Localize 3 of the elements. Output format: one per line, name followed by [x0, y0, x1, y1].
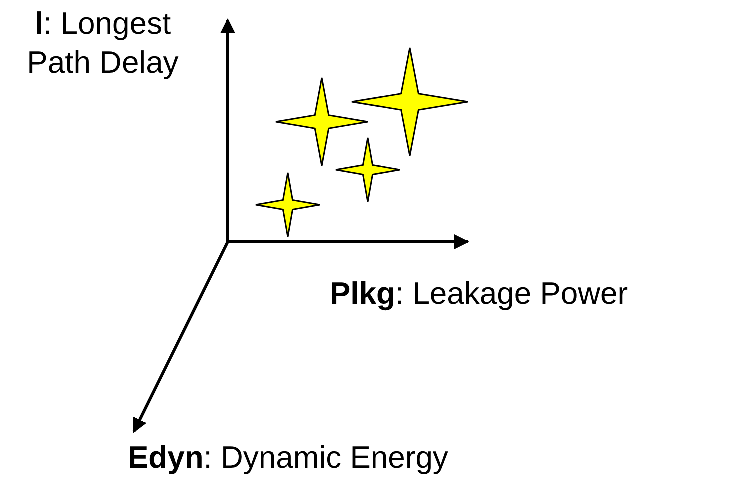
axis-label: l: Longest Path Delay — [26, 5, 180, 82]
axis-label: Edyn: Dynamic Energy — [128, 439, 450, 477]
axis-label: Plkg: Leakage Power — [330, 275, 630, 313]
